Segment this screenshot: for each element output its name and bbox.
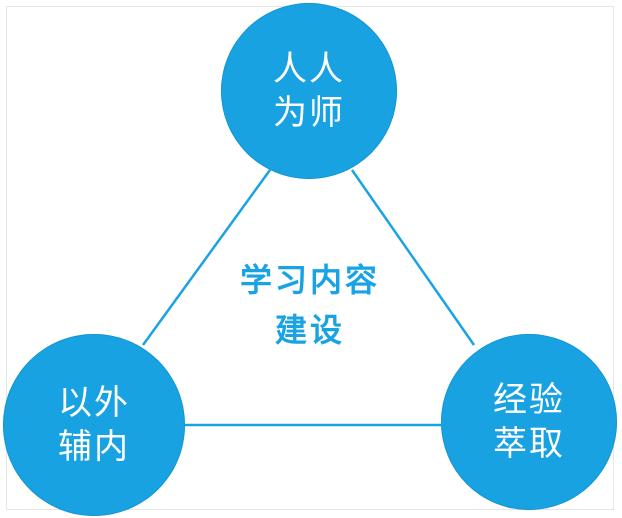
edge-top-left bbox=[141, 169, 272, 346]
node-right-line2: 萃取 bbox=[493, 424, 565, 464]
center-label-line2: 建设 bbox=[274, 311, 345, 349]
center-label: 学习内容 建设 bbox=[210, 255, 410, 355]
node-right-line1: 经验 bbox=[493, 380, 565, 420]
node-left: 以外 辅内 bbox=[3, 334, 185, 516]
center-label-line1: 学习内容 bbox=[239, 261, 380, 299]
node-top-line1: 人人 bbox=[273, 49, 345, 89]
node-left-line1: 以外 bbox=[58, 383, 130, 423]
node-top: 人人 为师 bbox=[221, 3, 397, 179]
node-top-line2: 为师 bbox=[273, 93, 345, 133]
node-left-line2: 辅内 bbox=[58, 427, 130, 467]
node-right: 经验 萃取 bbox=[441, 334, 617, 510]
edge-top-right bbox=[350, 169, 476, 346]
